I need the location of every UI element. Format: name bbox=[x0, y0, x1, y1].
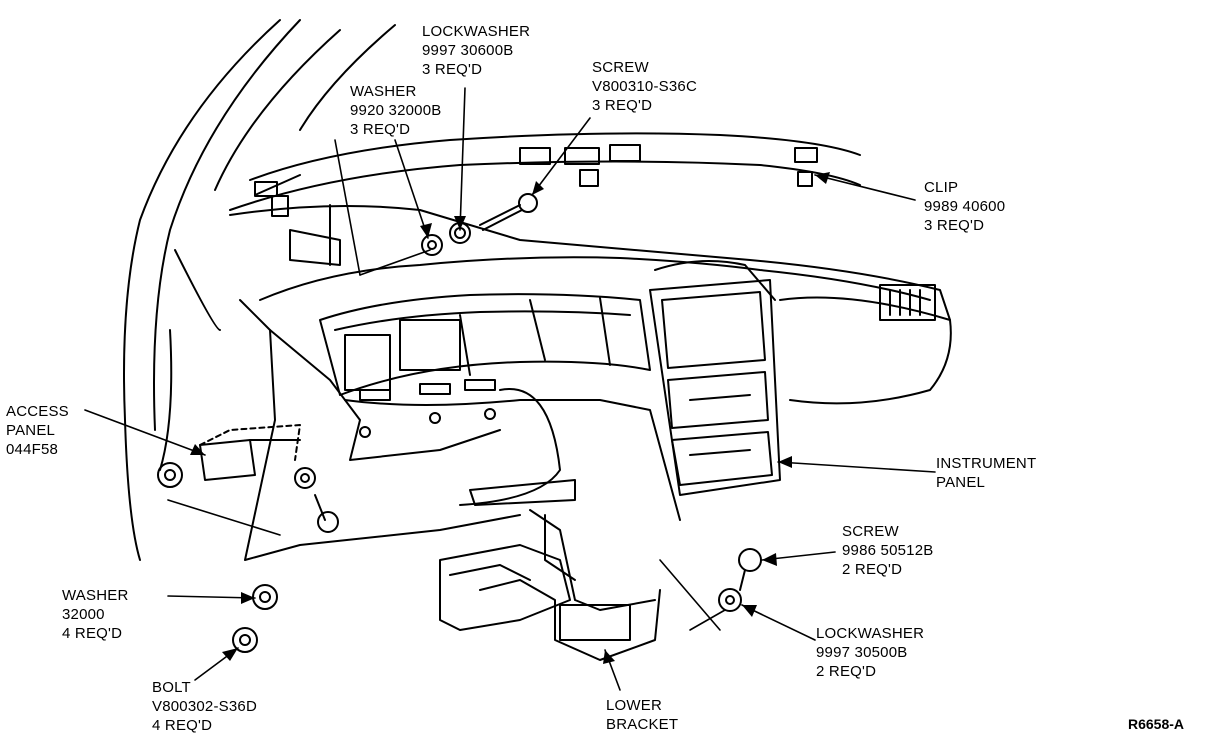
callout-name: WASHER bbox=[62, 587, 129, 604]
callout-clip: CLIP 9989 40600 3 REQ'D bbox=[924, 178, 1005, 235]
callout-line1: INSTRUMENT bbox=[936, 455, 1037, 472]
callout-part: 9989 40600 bbox=[924, 198, 1006, 215]
right-dash bbox=[779, 284, 952, 405]
callout-qty: 3 REQ'D bbox=[924, 217, 985, 234]
dash-pad bbox=[229, 204, 951, 321]
callout-screw-top: SCREW V800310-S36C 3 REQ'D bbox=[592, 58, 697, 115]
callout-qty: 3 REQ'D bbox=[592, 97, 653, 114]
callout-name: LOCKWASHER bbox=[422, 23, 531, 40]
reference-code: R6658-A bbox=[1128, 716, 1185, 732]
callout-line1: ACCESS bbox=[6, 403, 69, 420]
callout-bolt: BOLT V800302-S36D 4 REQ'D bbox=[152, 678, 257, 735]
cowl-top bbox=[229, 132, 861, 211]
left-fasteners bbox=[157, 462, 339, 653]
access-panel-shape bbox=[199, 424, 301, 481]
top-fasteners bbox=[421, 193, 538, 256]
callout-instrument-panel: INSTRUMENT PANEL bbox=[936, 454, 1036, 492]
callout-name: WASHER bbox=[350, 83, 417, 100]
callout-name: LOCKWASHER bbox=[816, 625, 925, 642]
arrowheads bbox=[190, 172, 830, 664]
lower-bracket-shape bbox=[439, 509, 661, 661]
callout-washer-top: WASHER 9920 32000B 3 REQ'D bbox=[350, 82, 441, 139]
center-stack bbox=[649, 260, 781, 496]
callout-lower-bracket: LOWER BRACKET bbox=[606, 696, 678, 734]
callout-line2: BRACKET bbox=[606, 716, 679, 733]
callout-access-panel: ACCESS PANEL 044F58 bbox=[6, 402, 69, 459]
callout-part: 044F58 bbox=[6, 441, 59, 458]
a-pillar-lines bbox=[123, 19, 396, 561]
callout-washer-left: WASHER 32000 4 REQ'D bbox=[62, 586, 128, 643]
callout-part: 9997 30500B bbox=[816, 644, 908, 661]
right-fasteners bbox=[718, 548, 762, 612]
callout-part: 9920 32000B bbox=[350, 102, 442, 119]
callout-name: SCREW bbox=[592, 59, 649, 76]
callout-lockwasher-top: LOCKWASHER 9997 30600B 3 REQ'D bbox=[422, 22, 530, 79]
callout-name: BOLT bbox=[152, 679, 191, 696]
top-clips bbox=[254, 144, 818, 217]
callout-qty: 4 REQ'D bbox=[62, 625, 123, 642]
lower-left-panel bbox=[239, 299, 681, 561]
callout-part: 9986 50512B bbox=[842, 542, 934, 559]
callout-part: 9997 30600B bbox=[422, 42, 514, 59]
callout-part: V800302-S36D bbox=[152, 698, 257, 715]
callout-name: SCREW bbox=[842, 523, 899, 540]
callout-qty: 2 REQ'D bbox=[842, 561, 903, 578]
callout-qty: 3 REQ'D bbox=[350, 121, 411, 138]
leader-lines bbox=[84, 87, 936, 691]
callout-lockwasher-right: LOCKWASHER 9997 30500B 2 REQ'D bbox=[816, 624, 924, 681]
callout-part: V800310-S36C bbox=[592, 78, 697, 95]
callout-part: 32000 bbox=[62, 606, 105, 623]
callout-qty: 4 REQ'D bbox=[152, 717, 213, 734]
callout-qty: 3 REQ'D bbox=[422, 61, 483, 78]
callout-line2: PANEL bbox=[6, 422, 56, 439]
callout-qty: 2 REQ'D bbox=[816, 663, 877, 680]
callout-screw-right: SCREW 9986 50512B 2 REQ'D bbox=[842, 522, 933, 579]
cluster-bezel bbox=[319, 293, 651, 396]
callout-line2: PANEL bbox=[936, 474, 986, 491]
callout-name: CLIP bbox=[924, 179, 959, 196]
callout-line1: LOWER bbox=[606, 697, 663, 714]
